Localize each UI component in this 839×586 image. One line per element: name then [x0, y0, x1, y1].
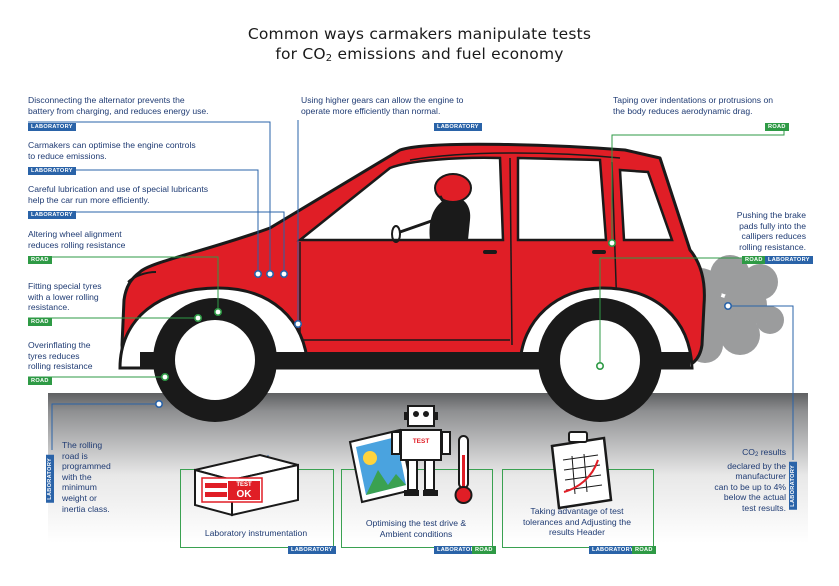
co2-subscript: 2	[754, 452, 759, 458]
label-test-drive: Optimising the test drive & Ambient cond…	[365, 518, 467, 539]
title-line-1: Common ways carmakers manipulate tests	[247, 25, 592, 43]
annotation-rolling-road: The rolling road is programmed with the …	[62, 440, 111, 514]
annotation-taping: Taping over indentations or protrusions …	[613, 95, 774, 116]
front-wheel	[153, 298, 277, 422]
rear-door-window	[516, 156, 608, 242]
annotation-engine-controls: Carmakers can optimise the engine contro…	[28, 140, 196, 161]
annotation-overinflating: Overinflating the tyres reduces rolling …	[28, 340, 93, 372]
co2-text: CO	[742, 447, 755, 457]
title-text-b: emissions and fuel economy	[332, 45, 564, 63]
tag-laboratory: LABORATORY	[28, 167, 76, 175]
tag-road: ROAD	[632, 546, 656, 554]
robot-test-badge: TEST	[412, 438, 430, 445]
annotation-wheel-alignment: Altering wheel alignment reduces rolling…	[28, 229, 126, 250]
title-line-2: for CO2 emissions and fuel economy	[0, 45, 839, 64]
rear-quarter-window	[618, 168, 674, 242]
label-laboratory-instrumentation: Laboratory instrumentation	[204, 528, 308, 538]
tag-laboratory: LABORATORY	[288, 546, 336, 554]
annotation-special-tyres: Fitting special tyres with a lower rolli…	[28, 281, 102, 313]
annotation-alternator: Disconnecting the alternator prevents th…	[28, 95, 209, 116]
tag-road: ROAD	[765, 123, 789, 131]
title-subscript: 2	[325, 53, 333, 64]
tag-laboratory: LABORATORY	[434, 123, 482, 131]
tag-laboratory-vertical: LABORATORY	[46, 455, 54, 503]
title-text-a: for CO	[275, 45, 326, 63]
annotation-higher-gears: Using higher gears can allow the engine …	[301, 95, 464, 116]
exhaust-smoke	[667, 255, 784, 363]
tag-laboratory: LABORATORY	[765, 256, 813, 264]
driver-silhouette	[391, 173, 472, 243]
tag-road: ROAD	[742, 256, 766, 264]
tag-road: ROAD	[28, 377, 52, 385]
instrument-display: TEST OK	[236, 482, 252, 500]
annotation-co2-results: CO2 results declared by the manufacturer…	[714, 447, 786, 513]
tag-road: ROAD	[28, 318, 52, 326]
label-tolerances: Taking advantage of test tolerances and …	[523, 506, 631, 538]
annotation-brake-pads: Pushing the brake pads fully into the ca…	[736, 210, 806, 252]
tag-laboratory: LABORATORY	[589, 546, 637, 554]
tag-laboratory: LABORATORY	[28, 211, 76, 219]
tag-laboratory: LABORATORY	[28, 123, 76, 131]
tag-laboratory-vertical: LABORATORY	[789, 462, 797, 510]
tag-laboratory: LABORATORY	[434, 546, 482, 554]
tag-road: ROAD	[28, 256, 52, 264]
tag-road: ROAD	[472, 546, 496, 554]
annotation-lubrication: Careful lubrication and use of special l…	[28, 184, 209, 205]
